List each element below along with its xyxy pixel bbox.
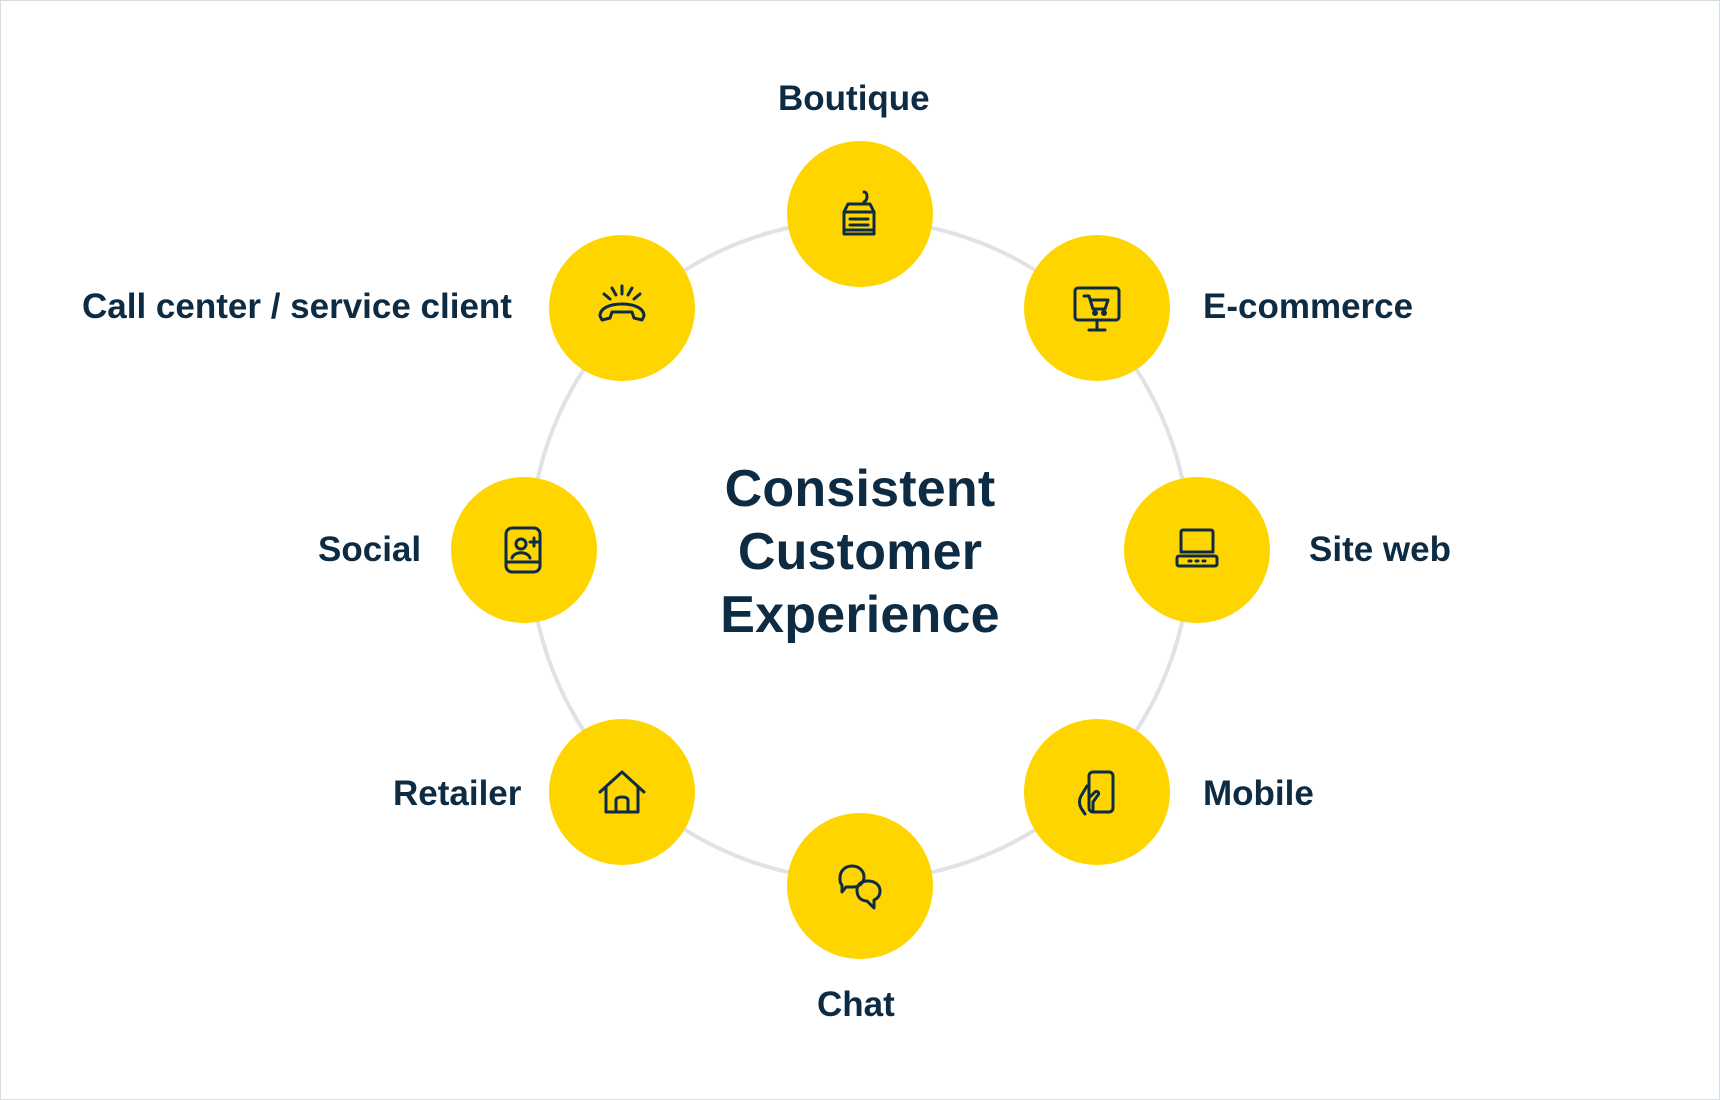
cash-register-icon xyxy=(830,184,890,244)
node-label-social: Social xyxy=(318,530,422,569)
node-boutique xyxy=(787,141,933,287)
monitor-cart-icon xyxy=(1067,278,1127,338)
node-site-web xyxy=(1124,477,1270,623)
node-retailer xyxy=(549,719,695,865)
node-label-site-web: Site web xyxy=(1309,530,1451,569)
center-title: Consistent Customer Experience xyxy=(660,458,1060,647)
node-label-retailer: Retailer xyxy=(393,774,522,813)
phone-ringing-icon xyxy=(592,278,652,338)
house-icon xyxy=(592,762,652,822)
chat-bubbles-icon xyxy=(830,856,890,916)
center-title-line-1: Consistent xyxy=(724,460,996,518)
node-label-call-center: Call center / service client xyxy=(82,287,512,326)
node-social xyxy=(451,477,597,623)
social-profile-icon xyxy=(494,520,554,580)
node-label-boutique: Boutique xyxy=(778,79,930,118)
center-title-line-2: Customer xyxy=(737,523,983,581)
node-label-mobile: Mobile xyxy=(1203,774,1314,813)
node-label-ecommerce: E-commerce xyxy=(1203,287,1414,326)
laptop-icon xyxy=(1167,520,1227,580)
node-label-chat: Chat xyxy=(817,985,895,1024)
node-call-center xyxy=(549,235,695,381)
center-title-line-3: Experience xyxy=(720,586,1000,644)
hand-phone-icon xyxy=(1067,762,1127,822)
